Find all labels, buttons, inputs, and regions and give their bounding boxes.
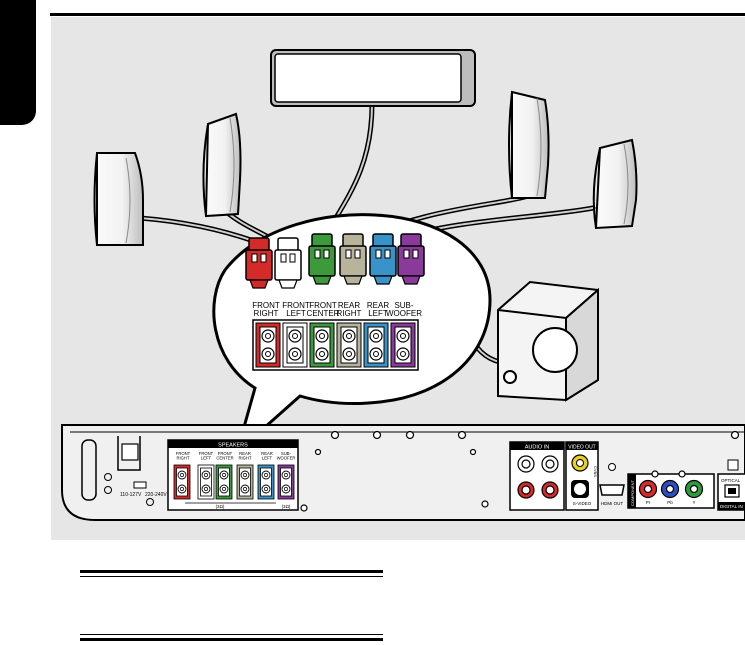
front-right-plug xyxy=(246,238,272,288)
y-label: Y xyxy=(692,500,695,505)
language-side-tab xyxy=(0,0,36,125)
speakers-title: SPEAKERS xyxy=(218,443,248,449)
front-left-jack xyxy=(283,323,307,367)
rear-left-speaker xyxy=(509,92,549,198)
subwoofer-plug xyxy=(398,234,424,284)
front-center-jack xyxy=(310,323,334,367)
optical-label: OPTICAL xyxy=(721,478,741,483)
rear-right-speaker xyxy=(594,140,637,228)
panel-rear-left-jack xyxy=(258,465,274,499)
svideo-label: S-VIDEO xyxy=(573,501,592,506)
subwoofer-jack xyxy=(391,323,415,367)
rear-left-plug xyxy=(370,234,396,284)
panel-front-left-jack xyxy=(198,465,214,499)
top-rule xyxy=(50,13,745,16)
subwoofer xyxy=(498,282,598,400)
digital-in-label: DIGITAL IN xyxy=(720,504,743,509)
section-rule-top-thin xyxy=(80,576,383,577)
section-rule-bottom-thin xyxy=(80,634,383,635)
impedance-left: (3Ω) xyxy=(216,504,225,509)
hdmi-out-label: HDMI OUT xyxy=(601,501,623,506)
video-out-label: VIDEO OUT xyxy=(568,445,596,451)
voltage-low-label: 110-127V xyxy=(120,492,142,498)
front-left-speaker xyxy=(95,153,144,245)
component-label: COMPONENT xyxy=(630,479,635,506)
front-left-plug xyxy=(275,238,301,288)
center-speaker xyxy=(271,50,475,106)
voltage-high-label: 220-240V xyxy=(145,492,167,498)
section-rule-bottom-thick xyxy=(80,638,383,641)
front-center-plug xyxy=(309,234,335,284)
panel-rear-right-jack xyxy=(237,465,253,499)
panel-front-center-jack xyxy=(216,465,232,499)
speaker-jacks xyxy=(253,320,418,370)
pr-label: Pr xyxy=(646,500,651,505)
front-right-jack xyxy=(256,323,280,367)
panel-front-right-jack xyxy=(174,465,190,499)
pb-label: Pb xyxy=(667,500,673,505)
rear-left-jack xyxy=(364,323,388,367)
cvbs-label: CVBS xyxy=(593,466,598,477)
rear-right-plug xyxy=(340,234,366,284)
section-rule-top-thick xyxy=(80,570,383,573)
panel-subwoofer-jack xyxy=(278,465,294,499)
front-right-speaker xyxy=(203,114,240,216)
impedance-right: (3Ω) xyxy=(282,504,291,509)
rear-right-jack xyxy=(337,323,361,367)
audio-in-label: AUDIO IN xyxy=(525,445,549,451)
